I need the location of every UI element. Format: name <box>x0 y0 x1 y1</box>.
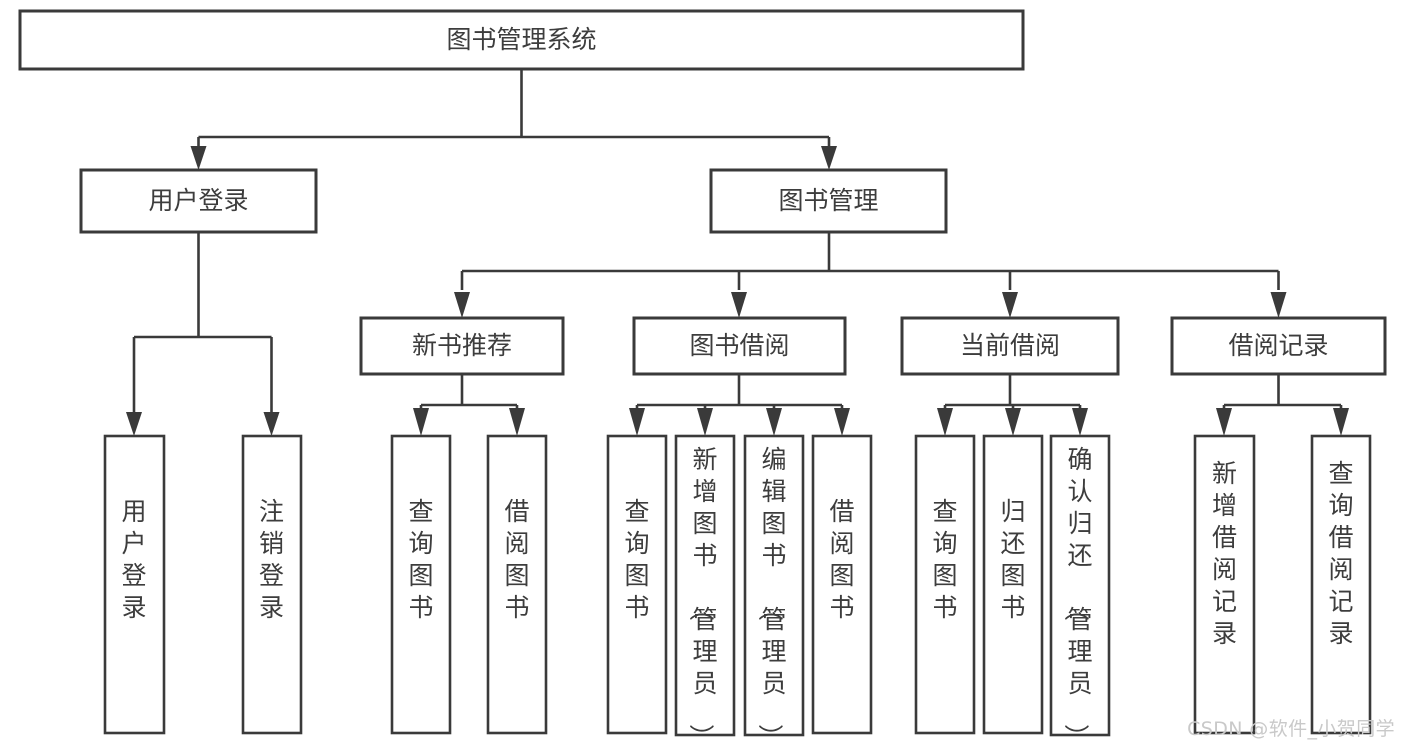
node-leaf-confirm-return[interactable]: 确认归还（管理员） <box>1049 434 1111 747</box>
node-leaf-return-book-box[interactable] <box>982 434 1044 735</box>
node-leaf-user-logout-label: 注销登录 <box>259 497 284 622</box>
connector-borrow-record-to-leaves <box>1216 374 1349 436</box>
node-leaf-query-book-3[interactable]: 查询图书 <box>914 434 976 735</box>
node-leaf-add-book-label: 新增图书（管理员） <box>686 445 717 747</box>
arrow-head-icon <box>629 408 645 436</box>
arrow-head-icon <box>1270 292 1287 318</box>
node-leaf-borrow-book-1-label: 借阅图书 <box>504 497 529 622</box>
node-leaf-query-record-label: 查询借阅记录 <box>1328 459 1353 648</box>
connector-book-borrow-to-leaves <box>629 374 850 436</box>
node-leaf-edit-book-box[interactable] <box>743 434 805 737</box>
node-book-management-label: 图书管理 <box>778 186 878 215</box>
node-leaf-return-book-label: 归还图书 <box>1000 497 1025 622</box>
node-leaf-query-book-3-box[interactable] <box>914 434 976 735</box>
node-current-borrow-label: 当前借阅 <box>960 331 1060 360</box>
node-root[interactable]: 图书管理系统 <box>18 9 1025 71</box>
node-new-book-recommend[interactable]: 新书推荐 <box>359 316 565 376</box>
arrow-head-icon <box>126 412 142 436</box>
node-book-management[interactable]: 图书管理 <box>709 168 948 234</box>
node-leaf-query-book-3-label: 查询图书 <box>932 497 957 622</box>
node-root-box[interactable] <box>18 9 1025 71</box>
arrow-head-icon <box>821 146 837 170</box>
node-leaf-query-record-box[interactable] <box>1310 434 1372 735</box>
arrow-head-icon <box>454 292 470 318</box>
arrow-head-icon <box>731 292 747 318</box>
csdn-watermark: CSDN @软件_小贺同学 <box>1187 718 1395 740</box>
node-borrow-record-box[interactable] <box>1170 316 1387 376</box>
node-leaf-user-login-label: 用户登录 <box>121 497 146 622</box>
connector-user-login-to-leaves <box>126 232 280 436</box>
connector-book-management-to-level3 <box>454 232 1287 318</box>
arrow-head-icon <box>1002 292 1018 318</box>
node-leaf-query-book-2-label: 查询图书 <box>624 497 649 622</box>
node-leaf-query-book-2-box[interactable] <box>606 434 668 735</box>
node-new-book-recommend-box[interactable] <box>359 316 565 376</box>
node-leaf-user-login-box[interactable] <box>103 434 166 735</box>
node-leaf-query-book-1-label: 查询图书 <box>408 497 433 622</box>
node-leaf-add-record[interactable]: 新增借阅记录 <box>1193 434 1256 735</box>
node-user-login-box[interactable] <box>79 168 318 234</box>
node-leaf-user-logout-box[interactable] <box>241 434 303 735</box>
arrow-head-icon <box>190 146 207 170</box>
node-borrow-record[interactable]: 借阅记录 <box>1170 316 1387 376</box>
arrow-head-icon <box>937 408 953 436</box>
node-book-borrow-box[interactable] <box>632 316 847 376</box>
node-leaf-borrow-book-2-box[interactable] <box>811 434 873 735</box>
node-book-borrow-label: 图书借阅 <box>689 331 789 360</box>
node-root-label: 图书管理系统 <box>446 25 596 54</box>
node-leaf-query-book-2[interactable]: 查询图书 <box>606 434 668 735</box>
node-leaf-edit-book[interactable]: 编辑图书（管理员） <box>743 434 805 747</box>
node-book-borrow[interactable]: 图书借阅 <box>632 316 847 376</box>
arrow-head-icon <box>263 412 280 436</box>
node-leaf-query-book-1[interactable]: 查询图书 <box>390 434 452 735</box>
node-leaf-edit-book-label: 编辑图书（管理员） <box>755 445 786 747</box>
arrow-head-icon <box>697 408 713 436</box>
node-leaf-borrow-book-1[interactable]: 借阅图书 <box>486 434 548 735</box>
node-leaf-user-logout[interactable]: 注销登录 <box>241 434 303 735</box>
node-leaf-borrow-book-1-box[interactable] <box>486 434 548 735</box>
arrow-head-icon <box>413 408 429 436</box>
node-current-borrow-box[interactable] <box>900 316 1120 376</box>
arrow-head-icon <box>1216 408 1232 436</box>
node-borrow-record-label: 借阅记录 <box>1228 331 1328 360</box>
arrow-head-icon <box>834 408 850 436</box>
node-leaf-add-record-label: 新增借阅记录 <box>1212 459 1237 648</box>
node-leaf-return-book[interactable]: 归还图书 <box>982 434 1044 735</box>
node-leaf-confirm-return-box[interactable] <box>1049 434 1111 737</box>
node-leaf-user-login[interactable]: 用户登录 <box>103 434 166 735</box>
node-leaf-borrow-book-2-label: 借阅图书 <box>829 497 854 622</box>
node-new-book-recommend-label: 新书推荐 <box>412 331 512 360</box>
node-user-login[interactable]: 用户登录 <box>79 168 318 234</box>
connector-current-borrow-to-leaves <box>937 374 1088 436</box>
node-user-login-label: 用户登录 <box>148 186 248 215</box>
node-leaf-query-book-1-box[interactable] <box>390 434 452 735</box>
node-leaf-borrow-book-2[interactable]: 借阅图书 <box>811 434 873 735</box>
node-current-borrow[interactable]: 当前借阅 <box>900 316 1120 376</box>
node-leaf-add-book[interactable]: 新增图书（管理员） <box>674 434 736 747</box>
connector-root-to-level2 <box>190 69 837 170</box>
arrow-head-icon <box>1005 408 1021 436</box>
node-leaf-confirm-return-label: 确认归还（管理员） <box>1061 445 1092 747</box>
connector-layer <box>126 69 1349 436</box>
node-leaf-add-record-box[interactable] <box>1193 434 1256 735</box>
arrow-head-icon <box>1072 408 1088 436</box>
arrow-head-icon <box>766 408 782 436</box>
node-leaf-add-book-box[interactable] <box>674 434 736 737</box>
arrow-head-icon <box>1333 408 1349 436</box>
node-leaf-query-record[interactable]: 查询借阅记录 <box>1310 434 1372 735</box>
connector-new-book-recommend-to-leaves <box>413 374 525 436</box>
arrow-head-icon <box>509 408 525 436</box>
node-book-management-box[interactable] <box>709 168 948 234</box>
